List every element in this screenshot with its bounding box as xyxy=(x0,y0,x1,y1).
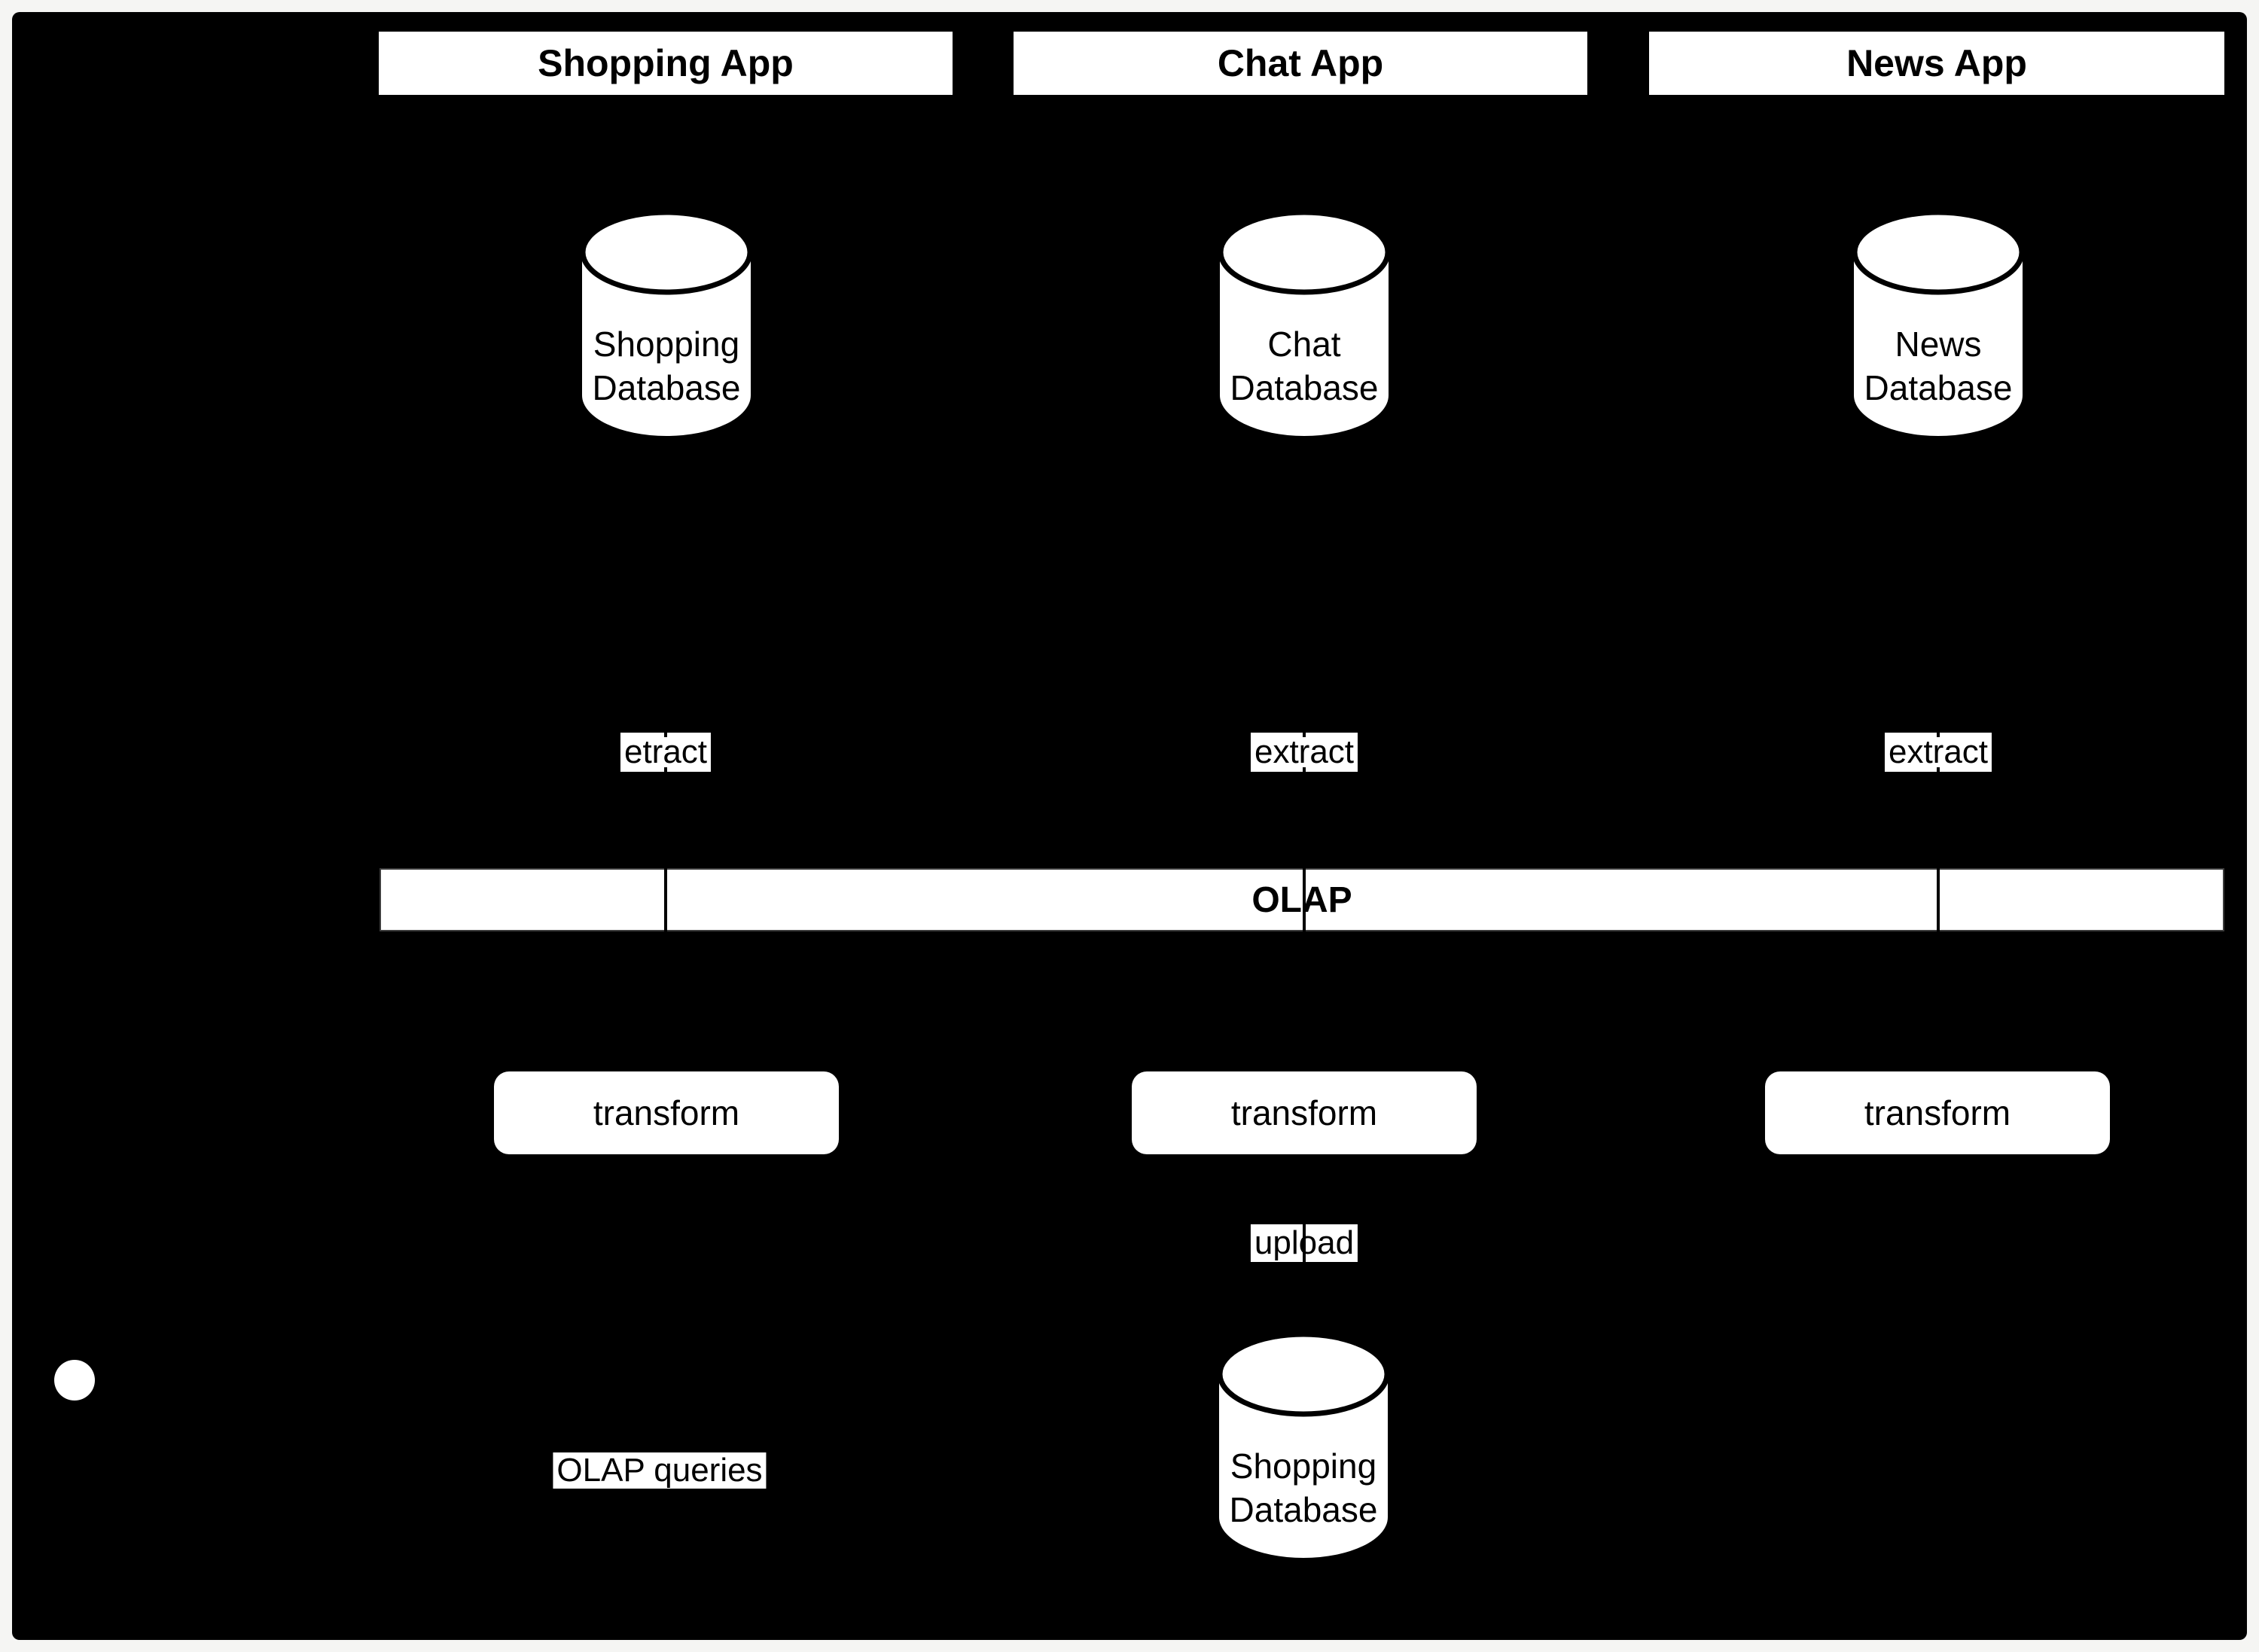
olap-node: OLAP xyxy=(380,868,2224,931)
edge-line-tick xyxy=(1937,727,1940,737)
shopping-database-cylinder: Shopping Database xyxy=(580,209,753,438)
database-cylinder-icon xyxy=(580,209,753,436)
extract-edge-label-news: extract xyxy=(1884,733,1992,772)
shopping-app-header: Shopping App xyxy=(379,32,953,95)
edge-line-tick xyxy=(1303,767,1306,777)
extract-edge-label-chat: extract xyxy=(1250,733,1358,772)
user-circle-icon xyxy=(54,1360,95,1401)
news-app-header: News App xyxy=(1649,32,2224,95)
edge-line-tick xyxy=(664,727,667,737)
warehouse-database-label: Shopping Database xyxy=(1229,1446,1378,1529)
transform-node-news: transform xyxy=(1765,1071,2110,1154)
warehouse-database-cylinder: Shopping Database xyxy=(1217,1331,1390,1560)
diagram-canvas: Shopping App Chat App News App Shopping … xyxy=(12,12,2247,1640)
chat-app-header: Chat App xyxy=(1014,32,1587,95)
edge-line-through-olap xyxy=(1303,867,1306,933)
edge-line-tick xyxy=(664,767,667,777)
transform-node-chat: transform xyxy=(1132,1071,1477,1154)
database-cylinder-icon xyxy=(1217,1331,1390,1558)
edge-line-through-olap xyxy=(1937,867,1940,933)
shopping-database-label: Shopping Database xyxy=(592,325,741,407)
chat-database-cylinder: Chat Database xyxy=(1218,209,1391,438)
database-cylinder-icon xyxy=(1852,209,2025,436)
edge-line-through-upload xyxy=(1303,1221,1306,1265)
edge-line-tick xyxy=(1303,727,1306,737)
edge-line-tick xyxy=(1937,767,1940,777)
extract-edge-label-shopping: etract xyxy=(620,733,712,772)
edge-line-through-olap xyxy=(664,867,667,933)
database-cylinder-icon xyxy=(1218,209,1391,436)
chat-database-label: Chat Database xyxy=(1230,325,1379,407)
olap-node-label: OLAP xyxy=(1251,879,1352,920)
olap-queries-edge-label: OLAP queries xyxy=(553,1452,767,1489)
news-database-label: News Database xyxy=(1864,325,2013,407)
transform-node-shopping: transform xyxy=(494,1071,839,1154)
news-database-cylinder: News Database xyxy=(1852,209,2025,438)
